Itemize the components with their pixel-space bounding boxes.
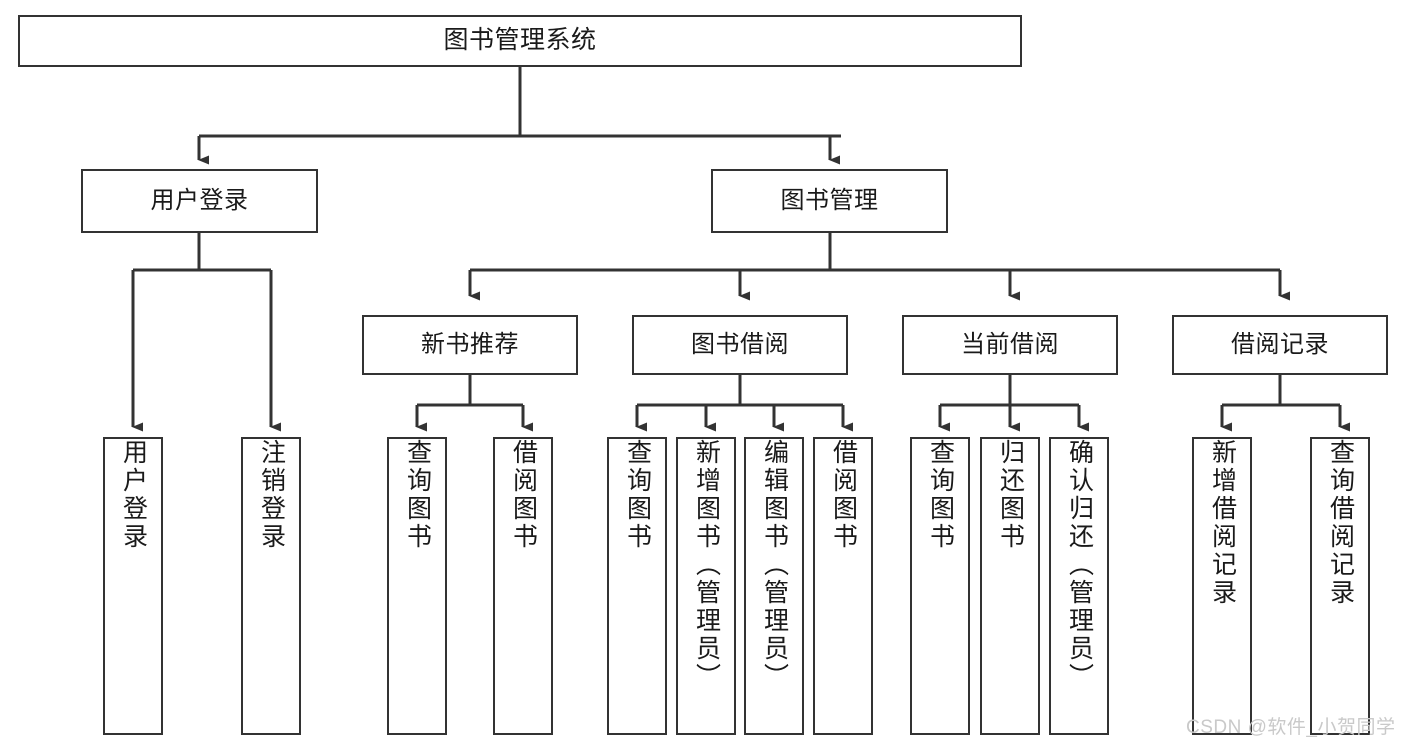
node-label: 新增图书（管理员） <box>692 439 721 691</box>
node-root-book-management-system[interactable]: 图书管理系统 <box>18 15 1022 67</box>
node-label: 借阅图书 <box>509 439 538 551</box>
node-leaf-query-book-recommend[interactable]: 查询图书 <box>387 437 447 735</box>
node-label: 当前借阅 <box>961 330 1059 358</box>
csdn-watermark: CSDN @软件_小贺同学 <box>1186 717 1396 738</box>
node-leaf-borrow-book[interactable]: 借阅图书 <box>813 437 873 735</box>
node-label: 查询图书 <box>403 439 432 551</box>
node-label: 图书借阅 <box>691 330 789 358</box>
node-label: 编辑图书（管理员） <box>760 439 789 691</box>
node-leaf-user-login[interactable]: 用户登录 <box>103 437 163 735</box>
node-label: 查询图书 <box>926 439 955 551</box>
node-borrow-record[interactable]: 借阅记录 <box>1172 315 1388 375</box>
node-label: 新增借阅记录 <box>1208 439 1237 607</box>
node-leaf-query-book-borrow[interactable]: 查询图书 <box>607 437 667 735</box>
node-current-borrow[interactable]: 当前借阅 <box>902 315 1118 375</box>
node-label: 注销登录 <box>257 439 286 551</box>
node-label: 借阅记录 <box>1231 330 1329 358</box>
node-book-management[interactable]: 图书管理 <box>711 169 948 233</box>
node-leaf-add-borrow-record[interactable]: 新增借阅记录 <box>1192 437 1252 735</box>
node-label: 借阅图书 <box>829 439 858 551</box>
node-label: 查询借阅记录 <box>1326 439 1355 607</box>
node-leaf-return-book[interactable]: 归还图书 <box>980 437 1040 735</box>
node-label: 图书管理系统 <box>443 26 597 55</box>
node-book-borrow[interactable]: 图书借阅 <box>632 315 848 375</box>
node-label: 确认归还（管理员） <box>1065 439 1094 691</box>
node-leaf-query-borrow-record[interactable]: 查询借阅记录 <box>1310 437 1370 735</box>
node-label: 新书推荐 <box>421 330 519 358</box>
node-leaf-logout[interactable]: 注销登录 <box>241 437 301 735</box>
node-leaf-edit-book-admin[interactable]: 编辑图书（管理员） <box>744 437 804 735</box>
node-label: 归还图书 <box>996 439 1025 551</box>
node-new-book-recommend[interactable]: 新书推荐 <box>362 315 578 375</box>
node-leaf-confirm-return-admin[interactable]: 确认归还（管理员） <box>1049 437 1109 735</box>
node-leaf-query-book-current[interactable]: 查询图书 <box>910 437 970 735</box>
node-label: 查询图书 <box>623 439 652 551</box>
node-label: 用户登录 <box>119 439 148 551</box>
node-leaf-borrow-book-recommend[interactable]: 借阅图书 <box>493 437 553 735</box>
node-label: 图书管理 <box>780 186 879 214</box>
node-user-login[interactable]: 用户登录 <box>81 169 318 233</box>
node-leaf-add-book-admin[interactable]: 新增图书（管理员） <box>676 437 736 735</box>
node-label: 用户登录 <box>150 186 249 214</box>
